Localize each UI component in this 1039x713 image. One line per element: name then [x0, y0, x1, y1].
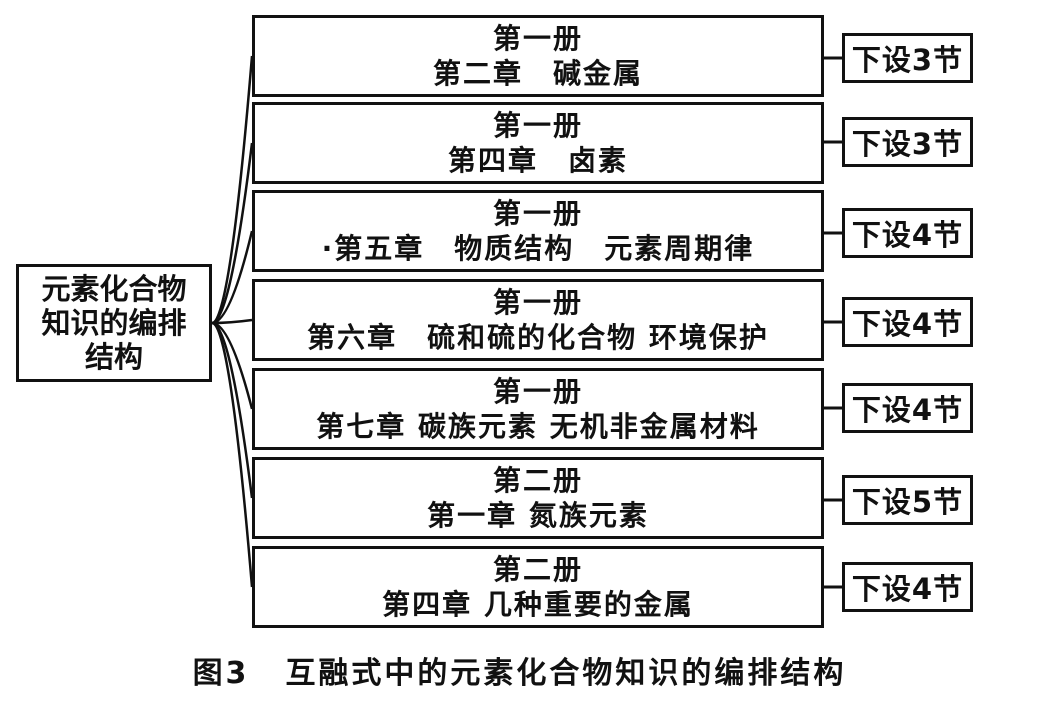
section-count-note-1: 下设3节 [842, 33, 973, 83]
root-label-line-1: 元素化合物 [41, 272, 187, 306]
figure-number: 图3 [192, 656, 250, 691]
root-node: 元素化合物 知识的编排 结构 [16, 264, 212, 382]
chapter-label: ·第五章 物质结构 元素周期律 [321, 232, 755, 265]
figure-caption: 图3 互融式中的元素化合物知识的编排结构 [0, 648, 1039, 692]
chapter-node-6: 第二册 第一章 氮族元素 [252, 457, 824, 539]
chapter-node-4: 第一册 第六章 硫和硫的化合物 环境保护 [252, 279, 824, 361]
section-count-note-7: 下设4节 [842, 562, 973, 612]
chapter-label: 第六章 硫和硫的化合物 环境保护 [307, 321, 769, 354]
volume-label: 第二册 [492, 464, 583, 497]
chapter-node-1: 第一册 第二章 碱金属 [252, 15, 824, 97]
section-count-note-2: 下设3节 [842, 117, 973, 167]
chapter-label: 第二章 碱金属 [432, 57, 643, 90]
volume-label: 第一册 [492, 22, 583, 55]
connector-line-2 [211, 142, 254, 325]
chapter-label: 第四章 卤素 [447, 144, 628, 177]
section-count-note-6: 下设5节 [842, 475, 973, 525]
chapter-label: 第一章 氮族元素 [427, 499, 649, 532]
chapter-node-7: 第二册 第四章 几种重要的金属 [252, 546, 824, 628]
section-count-note-5: 下设4节 [842, 383, 973, 433]
chapter-node-5: 第一册 第七章 碳族元素 无机非金属材料 [252, 368, 824, 450]
figure-title: 互融式中的元素化合物知识的编排结构 [285, 656, 847, 691]
chapter-node-2: 第一册 第四章 卤素 [252, 102, 824, 184]
chapter-label: 第四章 几种重要的金属 [382, 588, 694, 621]
section-count-note-3: 下设4节 [842, 208, 973, 258]
connector-line-7 [211, 321, 254, 588]
volume-label: 第一册 [492, 375, 583, 408]
volume-label: 第一册 [492, 109, 583, 142]
root-label-line-2: 知识的编排 [41, 306, 187, 340]
root-label-line-3: 结构 [84, 340, 143, 374]
volume-label: 第一册 [492, 197, 583, 230]
section-count-note-4: 下设4节 [842, 297, 973, 347]
volume-label: 第二册 [492, 553, 583, 586]
chapter-label: 第七章 碳族元素 无机非金属材料 [316, 410, 760, 443]
chapter-node-3: 第一册 ·第五章 物质结构 元素周期律 [252, 190, 824, 272]
volume-label: 第一册 [492, 286, 583, 319]
